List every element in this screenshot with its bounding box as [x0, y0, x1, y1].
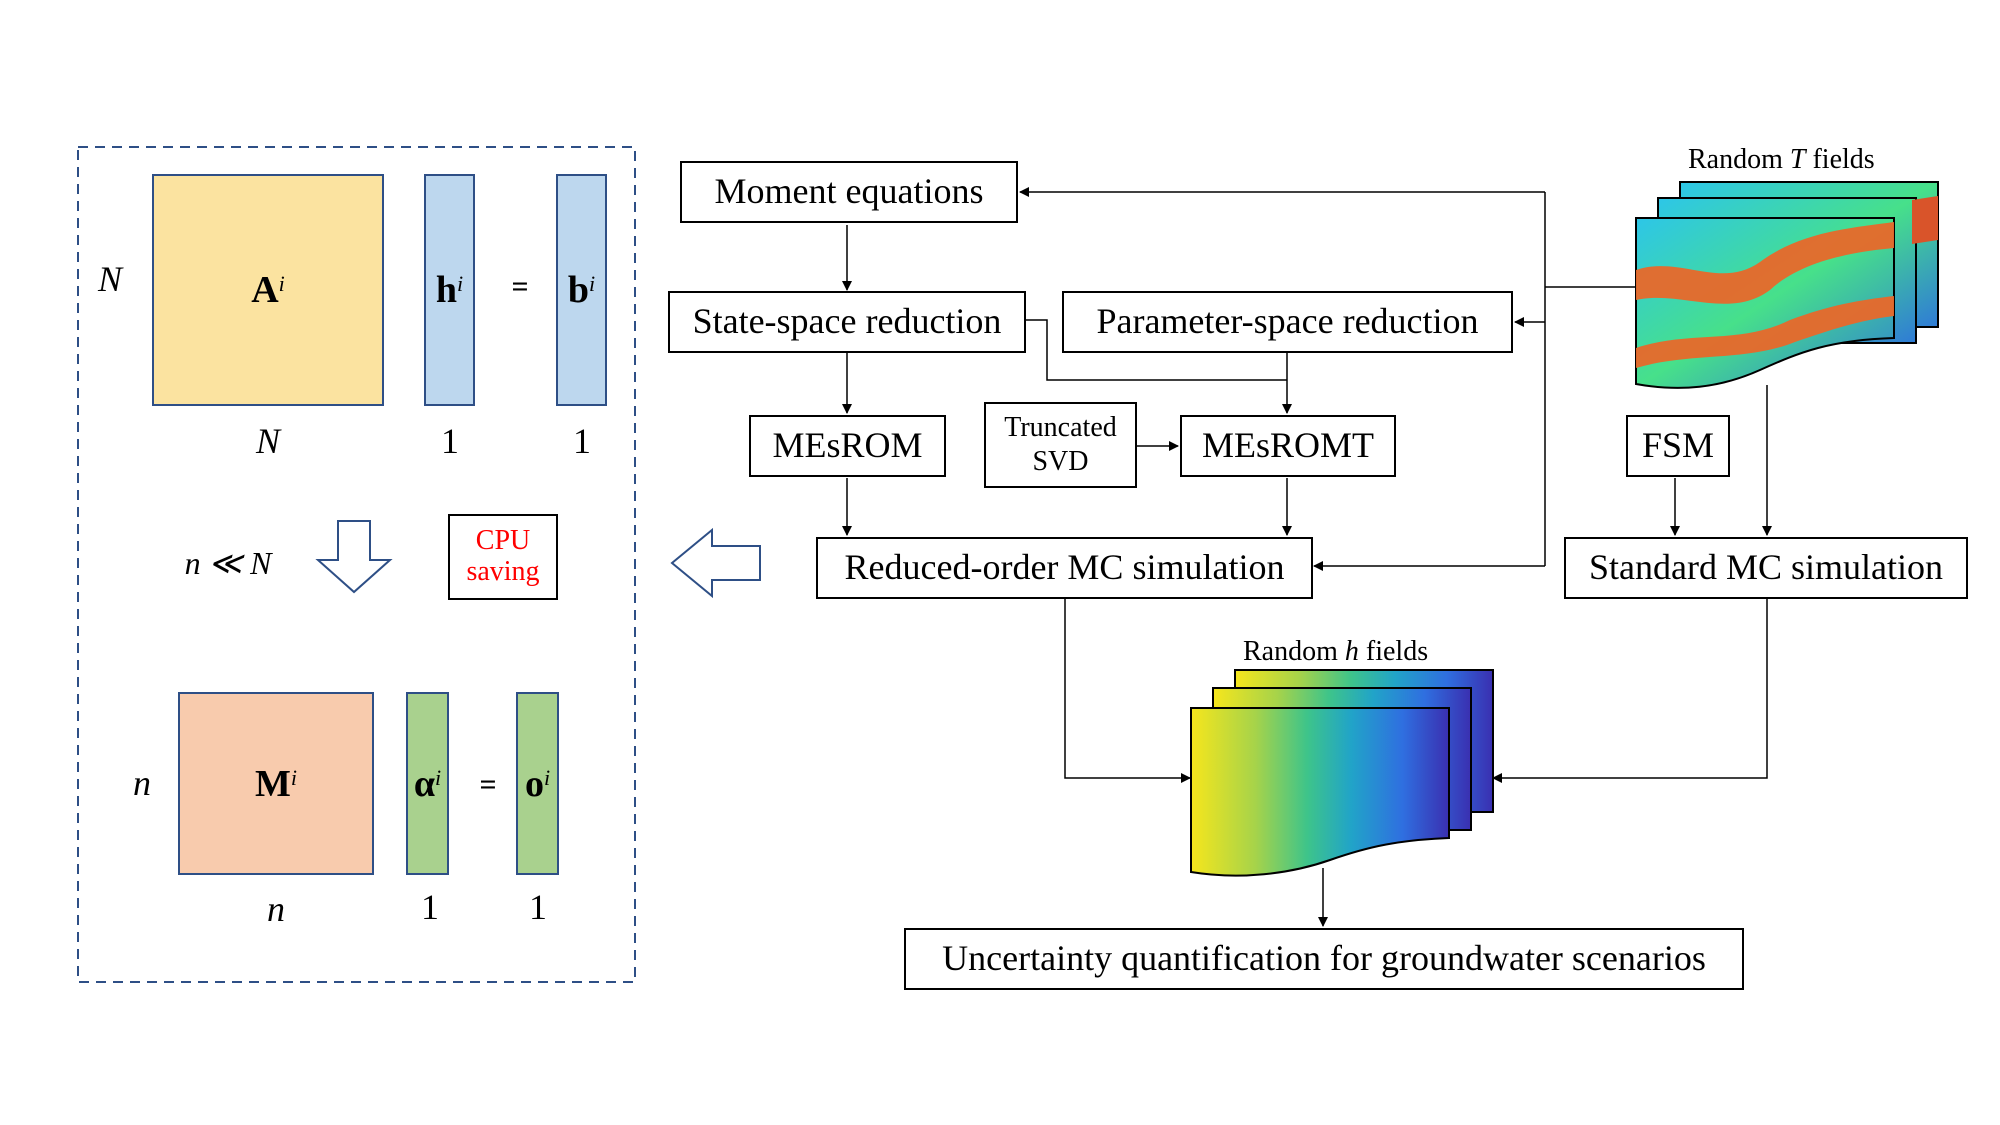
hollow-down-arrow: [315, 520, 393, 594]
random-t-suffix: fields: [1805, 144, 1875, 175]
vector-b-symbol: b: [567, 269, 589, 311]
relation-n-much-less-N: n ≪ N: [184, 545, 272, 581]
vector-o-superscript: i: [543, 764, 551, 790]
random-t-var: T: [1789, 144, 1806, 175]
random-h-prefix: Random: [1243, 636, 1345, 667]
vector-h-symbol: h: [435, 269, 457, 311]
vector-o-symbol: o: [524, 762, 544, 805]
random-h-var: h: [1344, 636, 1359, 667]
random-t-fields-label: Random T fields: [1688, 144, 1875, 176]
cpu-saving-line1: CPU: [475, 525, 531, 557]
matrix-M-symbol: M: [255, 762, 291, 805]
equals-sign-bottom: =: [479, 768, 497, 801]
vec-dim-o: 1: [529, 887, 547, 927]
vec-dim-b: 1: [573, 421, 591, 461]
equals-sign-top: =: [511, 270, 529, 303]
vector-b-superscript: i: [589, 271, 596, 296]
col-dim-n: n: [267, 889, 285, 929]
uncertainty-quantification-box: Uncertainty quantification for groundwat…: [904, 928, 1744, 990]
matrix-A-symbol: A: [251, 269, 279, 311]
reduced-order-mc-box: Reduced-order MC simulation: [816, 537, 1313, 599]
random-h-fields-label: Random h fields: [1243, 636, 1428, 668]
mesromt-box: MEsROMT: [1180, 415, 1396, 477]
hollow-left-arrow: [670, 527, 761, 599]
vec-dim-h: 1: [441, 421, 459, 461]
random-t-prefix: Random: [1688, 144, 1790, 175]
matrix-A-superscript: i: [278, 271, 285, 296]
truncated-svd-box: Truncated SVD: [984, 402, 1137, 488]
truncated-svd-line1: Truncated: [1004, 412, 1117, 444]
random-h-suffix: fields: [1358, 636, 1429, 667]
mesrom-box: MEsROM: [749, 415, 946, 477]
row-dim-N: N: [97, 259, 122, 299]
matrix-M-superscript: i: [290, 764, 297, 790]
standard-mc-box: Standard MC simulation: [1564, 537, 1968, 599]
parameter-space-reduction-box: Parameter-space reduction: [1062, 291, 1513, 353]
random-t-fields-stack: [1635, 181, 1939, 389]
state-space-reduction-box: State-space reduction: [668, 291, 1026, 353]
row-dim-n: n: [133, 763, 151, 803]
vector-alpha-symbol: α: [413, 762, 436, 805]
cpu-saving-box: CPU saving: [448, 514, 558, 600]
vector-h-superscript: i: [457, 271, 464, 296]
dashed-panel-frame: [77, 146, 636, 983]
random-h-fields-stack: [1190, 669, 1494, 877]
cpu-saving-line2: saving: [466, 556, 540, 587]
vector-alpha-superscript: i: [435, 764, 442, 790]
truncated-svd-line2: SVD: [1032, 446, 1089, 477]
moment-equations-box: Moment equations: [680, 161, 1018, 223]
fsm-box: FSM: [1626, 415, 1730, 477]
col-dim-N: N: [255, 421, 280, 461]
vec-dim-alpha: 1: [421, 887, 439, 927]
